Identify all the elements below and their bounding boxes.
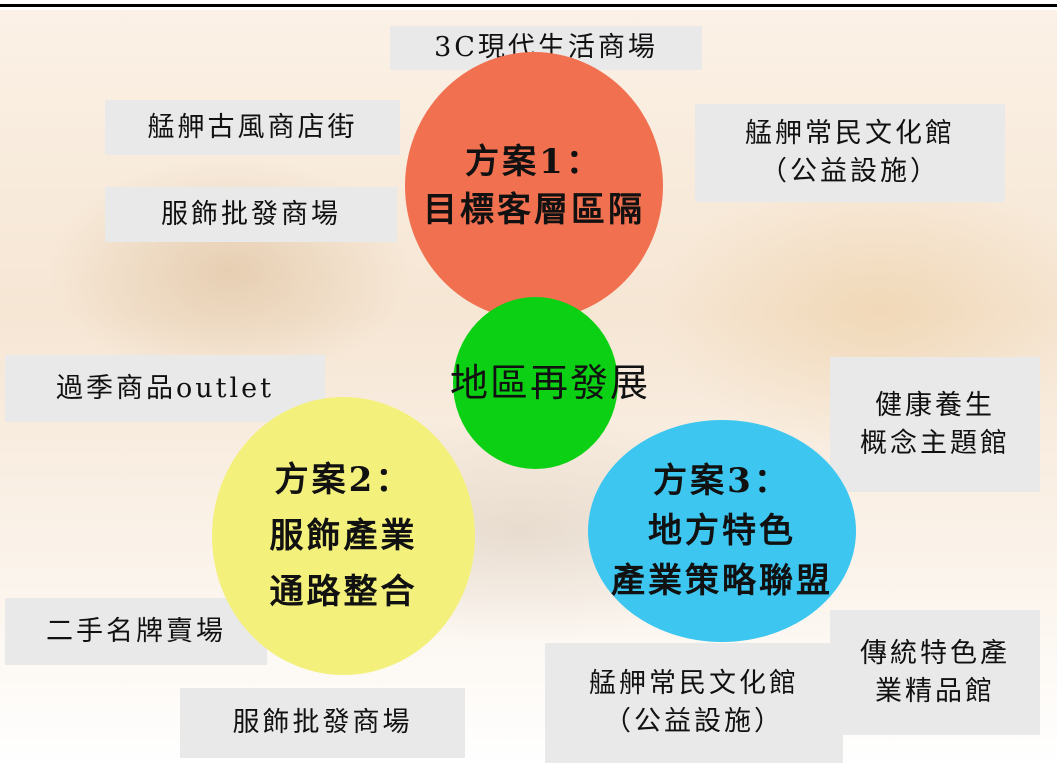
label-text: 過季商品outlet xyxy=(56,372,274,404)
label-text: 艋舺古風商店街 xyxy=(147,111,358,143)
top-rule xyxy=(0,4,1057,7)
label-text-line2: 業精品館 xyxy=(875,675,995,707)
label-box-old-street: 艋舺古風商店街 xyxy=(105,100,400,155)
label-text-line2: （公益設施） xyxy=(604,706,784,737)
plan-subtitle-2: 產業策略聯盟 xyxy=(611,561,833,601)
plan-circle-3: 方案3： 地方特色 產業策略聯盟 xyxy=(588,420,856,642)
label-text-line1: 艋舺常民文化館 xyxy=(589,668,799,699)
plan-subtitle-2: 通路整合 xyxy=(269,572,418,612)
label-box-wholesale-mall-top: 服飾批發商場 xyxy=(105,187,397,242)
label-box-outlet: 過季商品outlet xyxy=(5,355,325,422)
plan-subtitle: 目標客層區隔 xyxy=(423,190,645,230)
label-text-line1: 傳統特色產 xyxy=(860,637,1010,669)
label-text-line2: （公益設施） xyxy=(760,156,940,187)
label-box-specialty-hall: 傳統特色產 業精品館 xyxy=(830,610,1040,735)
plan-title: 方案2： xyxy=(274,460,413,500)
label-text-line1: 艋舺常民文化館 xyxy=(745,118,955,149)
label-text-line1: 健康養生 xyxy=(875,389,995,421)
label-box-culture-hall-bottom: 艋舺常民文化館 （公益設施） xyxy=(545,643,843,763)
label-box-3c-mall: 3C現代生活商場 xyxy=(390,26,702,70)
label-box-secondhand: 二手名牌賣場 xyxy=(5,598,267,665)
label-text-line2: 概念主題館 xyxy=(860,427,1010,459)
label-box-culture-hall-top: 艋舺常民文化館 （公益設施） xyxy=(695,104,1005,202)
plan-circle-2: 方案2： 服飾產業 通路整合 xyxy=(212,397,475,675)
label-text: 二手名牌賣場 xyxy=(46,615,226,647)
label-text: 服飾批發商場 xyxy=(232,707,413,738)
plan-title: 方案3： xyxy=(653,461,791,501)
center-hub-label: 地區再發展 xyxy=(449,361,650,405)
label-box-health-hall: 健康養生 概念主題館 xyxy=(830,357,1040,492)
center-hub-circle xyxy=(453,297,618,469)
plan-subtitle: 服飾產業 xyxy=(269,516,418,556)
plan-subtitle: 地方特色 xyxy=(648,511,796,551)
label-text: 服飾批發商場 xyxy=(161,198,341,230)
plan-title: 方案1： xyxy=(465,142,603,182)
plan-circle-1: 方案1： 目標客層區隔 xyxy=(405,52,663,320)
label-box-wholesale-mall-bottom: 服飾批發商場 xyxy=(180,688,465,758)
